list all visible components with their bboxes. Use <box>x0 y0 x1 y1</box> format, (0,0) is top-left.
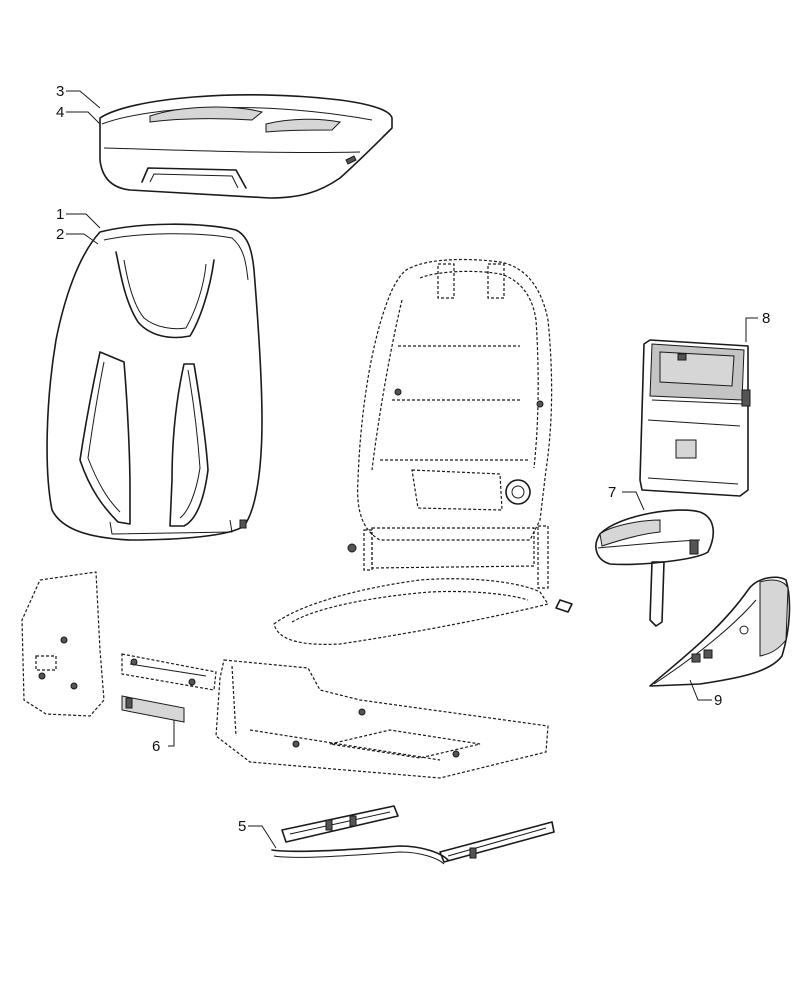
seat-cushion-part[interactable] <box>99 94 393 199</box>
seat-frame <box>273 258 573 645</box>
seat-base-pan <box>215 659 549 779</box>
callout-5: 5 <box>238 818 246 835</box>
callout-3: 3 <box>56 83 64 100</box>
callout-7: 7 <box>608 484 616 501</box>
side-console-cover-part[interactable] <box>649 576 791 687</box>
callout-8: 8 <box>762 310 770 327</box>
slide-bracket-part[interactable] <box>121 653 217 723</box>
seat-slide-rails-part[interactable] <box>271 805 555 865</box>
callout-leaders <box>66 90 758 849</box>
armrest-part[interactable] <box>595 509 715 627</box>
callout-4: 4 <box>56 104 64 121</box>
backrest-part[interactable] <box>46 223 263 541</box>
callout-6: 6 <box>152 738 160 755</box>
callout-9: 9 <box>714 692 722 709</box>
side-bracket-plate <box>21 571 105 717</box>
callout-1: 1 <box>56 206 64 223</box>
callout-2: 2 <box>56 226 64 243</box>
control-panel-part[interactable] <box>639 339 751 497</box>
